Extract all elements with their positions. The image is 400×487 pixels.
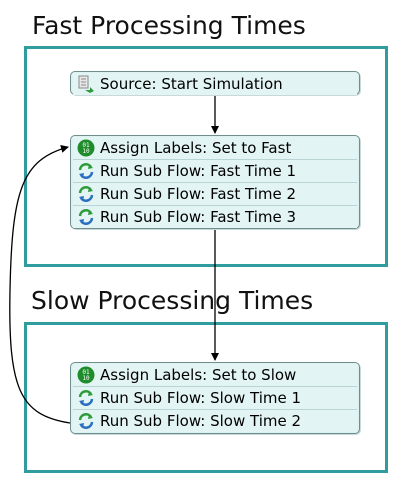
svg-text:01: 01: [82, 369, 90, 376]
group-title: Fast Processing Times: [32, 11, 306, 40]
activity-label: Assign Labels: Set to Fast: [100, 139, 292, 157]
run-sub-flow-icon: [77, 185, 95, 203]
activity-source-start-simulation[interactable]: Source: Start Simulation: [73, 73, 357, 95]
run-sub-flow-icon: [77, 162, 95, 180]
activity-label: Run Sub Flow: Fast Time 2: [100, 185, 297, 203]
activity-label: Run Sub Flow: Slow Time 1: [100, 389, 302, 407]
activity-run-sub-flow-fast-1[interactable]: Run Sub Flow: Fast Time 1: [73, 160, 357, 183]
activity-label: Run Sub Flow: Fast Time 3: [100, 208, 297, 226]
source-icon: [77, 75, 95, 93]
svg-text:10: 10: [82, 148, 90, 155]
activity-run-sub-flow-slow-1[interactable]: Run Sub Flow: Slow Time 1: [73, 387, 357, 410]
activity-run-sub-flow-slow-2[interactable]: Run Sub Flow: Slow Time 2: [73, 410, 357, 432]
activity-label: Run Sub Flow: Slow Time 2: [100, 412, 302, 430]
svg-text:01: 01: [82, 142, 90, 149]
run-sub-flow-icon: [77, 208, 95, 226]
activity-label: Source: Start Simulation: [100, 75, 283, 93]
activity-label: Run Sub Flow: Fast Time 1: [100, 162, 297, 180]
activity-label: Assign Labels: Set to Slow: [100, 366, 297, 384]
run-sub-flow-icon: [77, 389, 95, 407]
group-title: Slow Processing Times: [31, 286, 314, 315]
source-block[interactable]: Source: Start Simulation: [70, 71, 360, 95]
activity-run-sub-flow-fast-3[interactable]: Run Sub Flow: Fast Time 3: [73, 206, 357, 228]
svg-text:10: 10: [82, 375, 90, 382]
run-sub-flow-icon: [77, 412, 95, 430]
activity-run-sub-flow-fast-2[interactable]: Run Sub Flow: Fast Time 2: [73, 183, 357, 206]
